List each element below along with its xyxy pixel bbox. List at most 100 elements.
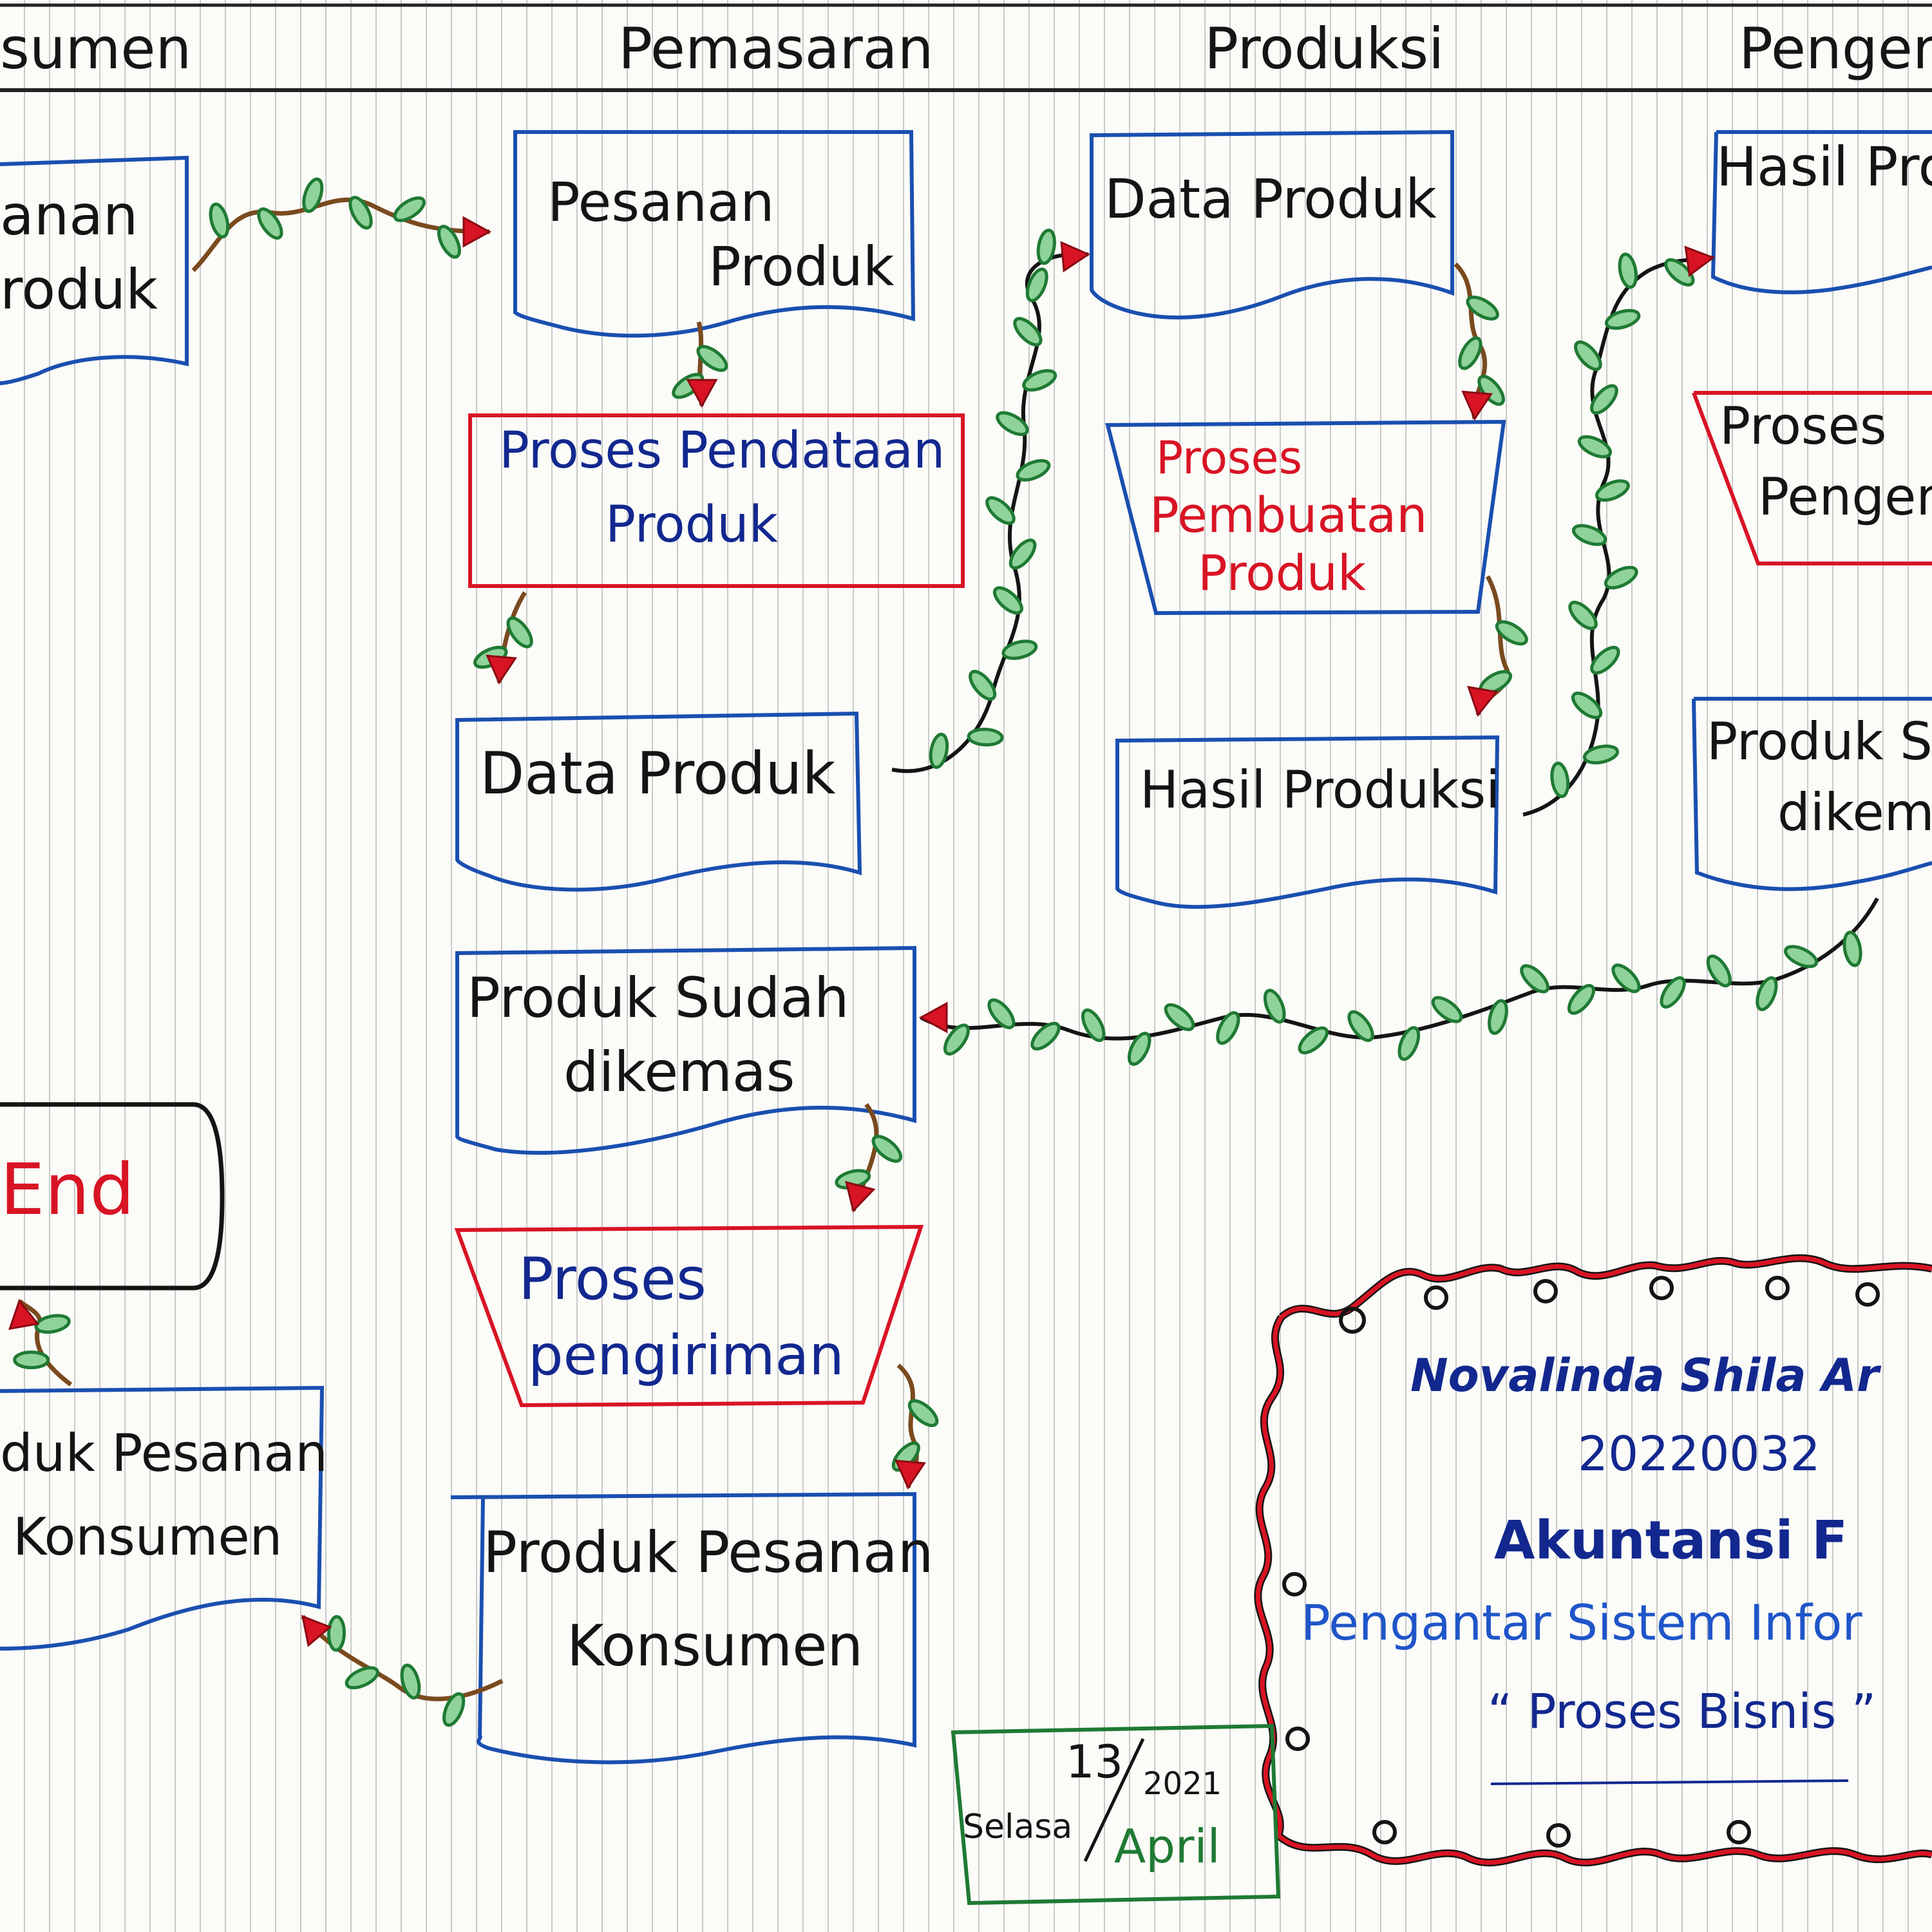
leaf-mark <box>969 670 997 701</box>
proses-pendataan-process-shape <box>468 413 965 588</box>
vine-hasil-to-pengemasan <box>1522 256 1714 817</box>
leaf-mark <box>1458 336 1482 370</box>
pengemasan-hasil-produksi-label: Hasil Pro <box>1716 135 1932 198</box>
leaf-mark <box>1611 963 1641 994</box>
arrowhead-mark <box>686 379 718 408</box>
leaf-mark <box>442 1692 466 1727</box>
leaf-mark <box>1016 459 1051 482</box>
leaf-mark <box>393 196 426 222</box>
leaf-mark <box>943 1023 970 1056</box>
vine-pengemasan-to-pemasaran <box>920 897 1879 1041</box>
leaf-mark <box>1664 258 1695 287</box>
leaf-mark <box>992 586 1023 615</box>
leaf-mark <box>1550 761 1570 799</box>
konsumen-produk-pesanan-line1: duk Pesanan <box>0 1423 328 1483</box>
leaf-mark <box>1571 691 1603 719</box>
leaf-mark <box>1127 1032 1151 1066</box>
leaf-mark <box>1431 996 1463 1023</box>
leaf-mark <box>506 616 533 649</box>
produksi-data-produk-document-shape <box>1090 129 1454 319</box>
leaf-mark <box>209 202 230 239</box>
leaf-mark <box>996 411 1029 437</box>
leaf-mark <box>987 998 1016 1030</box>
leaf-mark <box>1466 296 1499 321</box>
pemasaran-produk-pesanan-document-shape <box>450 1492 916 1765</box>
student-name: Novalinda Shila Ar <box>1410 1349 1879 1402</box>
date-stamp-box <box>951 1723 1281 1906</box>
lane-title-produksi: Produksi <box>1204 15 1444 82</box>
pengemasan-produk-dikemas-document-shape <box>1692 697 1932 891</box>
leaf-mark <box>1036 228 1056 265</box>
proses-pembuatan-manual-shape <box>1105 419 1506 616</box>
leaf-mark <box>1618 252 1638 289</box>
produksi-data-produk-label: Data Produk <box>1104 167 1437 231</box>
konsumen-pesanan-line1: anan <box>0 184 138 248</box>
leaf-mark <box>1495 620 1528 646</box>
proses-pengiriman-line1: Proses <box>518 1245 706 1313</box>
arrowhead-mark <box>1060 241 1091 273</box>
vine-connectors <box>8 177 1879 1727</box>
lane-title-konsumen: sumen <box>0 15 192 82</box>
leaf-mark <box>1013 317 1043 346</box>
proses-pembuatan-line2: Pembuatan <box>1150 486 1428 544</box>
scroll-frame-fill <box>1255 1256 1932 1865</box>
leaf-mark <box>1520 964 1549 994</box>
arrowhead-mark <box>462 216 492 248</box>
end-label: End <box>0 1148 135 1231</box>
pesanan-produk-line1: Pesanan <box>547 171 775 234</box>
leaf-mark <box>13 1350 50 1370</box>
leaf-mark <box>1488 999 1508 1036</box>
pengemasan-hasil-produksi-document-shape <box>1710 130 1932 294</box>
leaf-mark <box>1783 945 1819 969</box>
proses-pembuatan-line1: Proses <box>1156 431 1303 484</box>
arrowhead-mark <box>845 1180 876 1213</box>
leaf-mark <box>1216 1011 1240 1045</box>
konsumen-pesanan-document-shape <box>0 155 189 385</box>
leaf-mark <box>1577 435 1613 459</box>
leaf-mark <box>1604 565 1638 590</box>
arrowhead-mark <box>486 654 518 685</box>
leaf-mark <box>1660 976 1686 1009</box>
lane-title-pengemasan: Pengem <box>1739 15 1932 82</box>
leaf-mark <box>1590 645 1620 675</box>
arrowhead-mark <box>8 1298 40 1331</box>
topic-title: “ Proses Bisnis ” <box>1488 1684 1877 1739</box>
leaf-mark <box>1571 524 1607 546</box>
leaf-mark <box>348 196 373 230</box>
course-name: Pengantar Sistem Infor <box>1301 1594 1862 1651</box>
date-year: 2021 <box>1143 1766 1222 1802</box>
pemasaran-data-produk-label: Data Produk <box>480 740 836 808</box>
leaf-mark <box>34 1314 71 1334</box>
proses-pengiriman-manual-shape <box>454 1224 924 1408</box>
arrowhead-mark <box>1467 685 1499 717</box>
hasil-produksi-document-shape <box>1115 735 1500 909</box>
leaf-mark <box>929 732 949 770</box>
leaf-mark <box>1030 1021 1061 1051</box>
topic-underline <box>1490 1779 1849 1785</box>
leaf-mark <box>1574 340 1602 371</box>
leaf-mark <box>257 207 283 240</box>
proses-pendataan-line1: Proses Pendataan <box>499 422 945 480</box>
leaf-mark <box>1595 479 1630 502</box>
student-class: Akuntansi F <box>1494 1510 1848 1571</box>
leaf-mark <box>1022 369 1057 392</box>
leaf-mark <box>967 728 1004 747</box>
leaf-mark <box>1081 1009 1106 1043</box>
date-weekday: Selasa <box>963 1808 1073 1846</box>
pesanan-produk-line2: Produk <box>708 235 895 298</box>
leaf-mark <box>1604 308 1641 330</box>
proses-pengiriman-line2: pengiriman <box>528 1323 844 1388</box>
arrowhead-mark <box>918 1001 948 1034</box>
leaf-mark <box>1582 744 1620 764</box>
arrowhead-mark <box>301 1615 332 1647</box>
pengemasan-produk-dikemas-line2: dikem <box>1777 782 1932 842</box>
proses-pendataan-line2: Produk <box>605 496 778 554</box>
proses-pembuatan-line3: Produk <box>1198 544 1366 601</box>
leaf-mark <box>1001 639 1038 660</box>
leaf-mark <box>1397 1026 1421 1061</box>
konsumen-pesanan-line2: roduk <box>0 258 158 322</box>
arrowhead-mark <box>1684 245 1716 278</box>
leaf-mark <box>437 225 461 259</box>
leaf-mark <box>871 1135 903 1163</box>
scroll-frame-curls <box>1282 1276 1880 1848</box>
